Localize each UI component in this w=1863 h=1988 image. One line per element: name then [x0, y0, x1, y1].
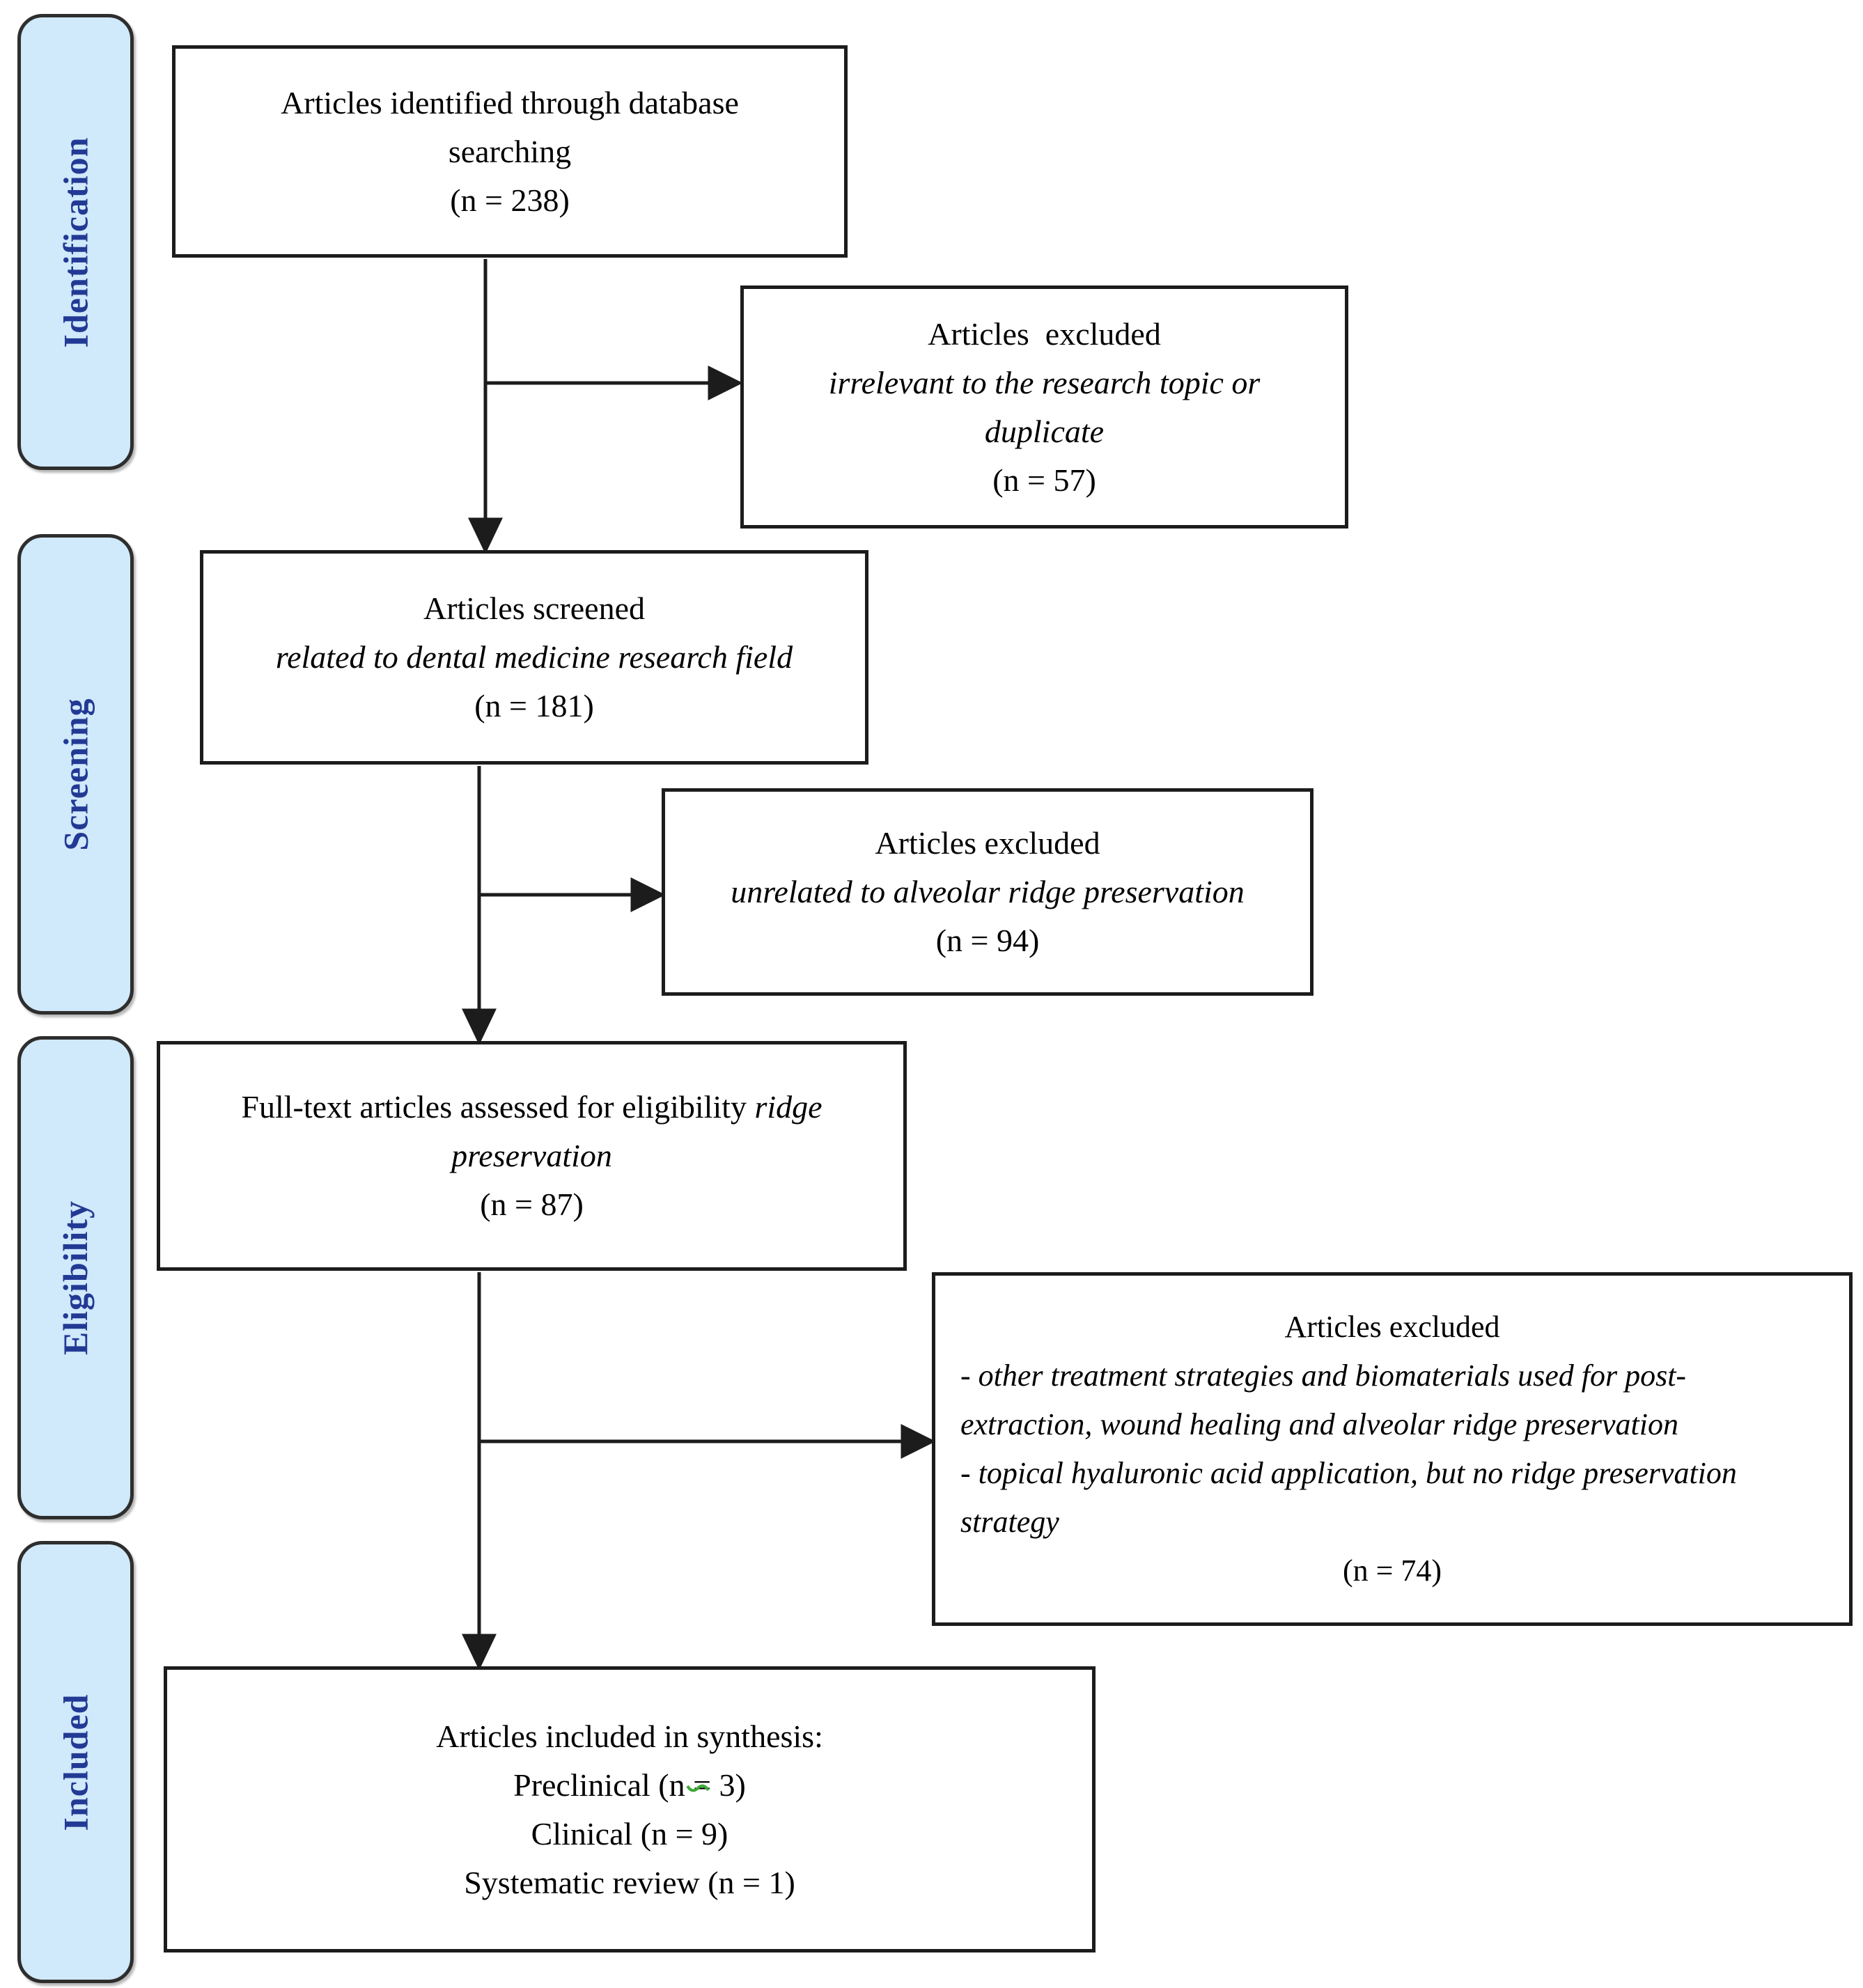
box-excluded-other-bullet2: - topical hyaluronic acid application, b… — [960, 1456, 1737, 1490]
box-excluded-unrelated-subtitle: unrelated to alveolar ridge preservation — [731, 874, 1245, 909]
box-excluded-other-bullet2b: strategy — [960, 1505, 1059, 1539]
arrow-branch-excluded-topic-head — [708, 365, 743, 401]
box-excluded-other-count: (n = 74) — [1342, 1553, 1442, 1588]
arrow-identified-to-screened-head — [468, 517, 503, 554]
box-articles-identified-count: (n = 238) — [450, 182, 570, 218]
stage-label-identification: Identification — [17, 14, 134, 470]
box-excluded-topic-title: Articles excluded — [928, 315, 1161, 352]
box-included-synthesis-title: Articles included in synthesis: — [436, 1718, 823, 1754]
stage-label-identification-text: Identification — [56, 136, 95, 347]
box-articles-identified-line1: Articles identified through database — [281, 84, 739, 120]
box-fulltext-assessed-line1-regular: Full-text articles assessed for eligibil… — [241, 1089, 755, 1125]
box-excluded-unrelated-title: Articles excluded — [875, 825, 1100, 861]
box-excluded-topic-count: (n = 57) — [992, 462, 1096, 498]
box-excluded-unrelated-count: (n = 94) — [935, 923, 1040, 958]
box-included-synthesis-review: Systematic review (n = 1) — [464, 1864, 795, 1900]
stage-label-included: Included — [17, 1541, 134, 1983]
box-excluded-other: Articles excluded - other treatment stra… — [932, 1272, 1853, 1626]
box-articles-screened-subtitle: related to dental medicine research fiel… — [275, 639, 793, 675]
arrow-branch-excluded-other-head — [901, 1423, 936, 1459]
box-articles-identified: Articles identified through database sea… — [172, 45, 848, 258]
box-excluded-other-bullet1: - other treatment strategies and biomate… — [960, 1359, 1687, 1393]
box-excluded-other-title: Articles excluded — [1284, 1310, 1500, 1344]
arrow-screened-to-fulltext-head — [462, 1008, 497, 1045]
grammar-squiggle-mark — [686, 1784, 710, 1792]
stage-label-eligibility: Eligibility — [17, 1036, 134, 1519]
box-fulltext-assessed-line1-italic: ridge — [754, 1089, 823, 1125]
box-included-synthesis-preclinical: Preclinical (n = 3) — [513, 1767, 746, 1803]
box-included-synthesis-clinical: Clinical (n = 9) — [531, 1815, 728, 1852]
box-excluded-topic-reason1: irrelevant to the research topic or — [828, 364, 1261, 400]
box-fulltext-assessed-line2: preservation — [451, 1138, 612, 1173]
stage-label-screening: Screening — [17, 534, 134, 1015]
stage-label-included-text: Included — [56, 1693, 95, 1831]
box-fulltext-assessed-count: (n = 87) — [480, 1187, 584, 1222]
stage-label-eligibility-text: Eligibility — [56, 1200, 95, 1356]
box-articles-identified-line2: searching — [448, 133, 572, 169]
box-included-synthesis: Articles included in synthesis: Preclini… — [164, 1666, 1096, 1952]
box-articles-screened-count: (n = 181) — [474, 688, 594, 723]
box-fulltext-assessed-line1: Full-text articles assessed for eligibil… — [160, 1083, 903, 1132]
box-excluded-topic-reason2: duplicate — [984, 413, 1105, 449]
box-articles-screened-title: Articles screened — [423, 590, 645, 626]
box-fulltext-assessed: Full-text articles assessed for eligibil… — [157, 1041, 907, 1271]
stage-label-screening-text: Screening — [56, 698, 95, 851]
box-articles-screened: Articles screened related to dental medi… — [200, 550, 868, 765]
box-excluded-topic: Articles excluded irrelevant to the rese… — [740, 285, 1348, 529]
arrow-branch-excluded-unrelated-head — [630, 877, 666, 913]
box-excluded-other-bullet1b: extraction, wound healing and alveolar r… — [960, 1407, 1678, 1441]
arrow-fulltext-to-included-head — [462, 1634, 497, 1670]
box-excluded-unrelated: Articles excluded unrelated to alveolar … — [662, 788, 1314, 996]
